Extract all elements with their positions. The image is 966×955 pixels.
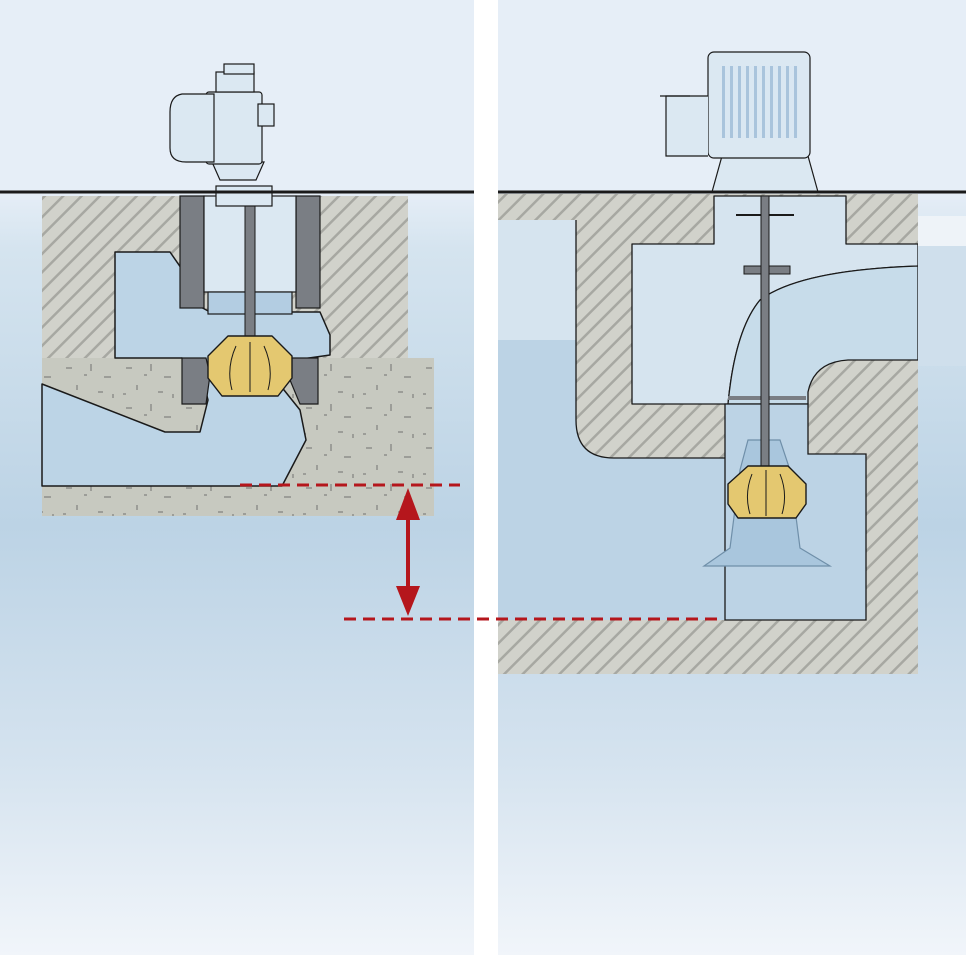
column-sleeve-left (179, 195, 205, 309)
left-panel (41, 63, 434, 516)
dimension-arrowhead-down (396, 586, 420, 616)
inlet-lower-water (498, 340, 725, 620)
dimension-arrow-icon (240, 483, 720, 621)
column-sleeve-right (295, 195, 321, 309)
casing-ring-left (181, 357, 211, 405)
inlet-wall-outline (575, 220, 725, 459)
panel-divider (474, 0, 498, 955)
dimension-arrowhead-up (396, 488, 420, 520)
right-panel (498, 51, 966, 674)
shaft-icon-right (760, 195, 770, 487)
impeller-blades (229, 342, 271, 392)
shaft-icon (244, 189, 256, 337)
inlet-upper-water (498, 220, 576, 340)
discharge-pipe (727, 265, 919, 405)
outlet-water (918, 246, 966, 366)
outlet-notch (918, 216, 966, 246)
motor-icon (169, 63, 275, 207)
impeller-icon-right (727, 465, 807, 519)
impeller-blades-right (746, 470, 786, 516)
motor-icon-right (660, 51, 819, 193)
